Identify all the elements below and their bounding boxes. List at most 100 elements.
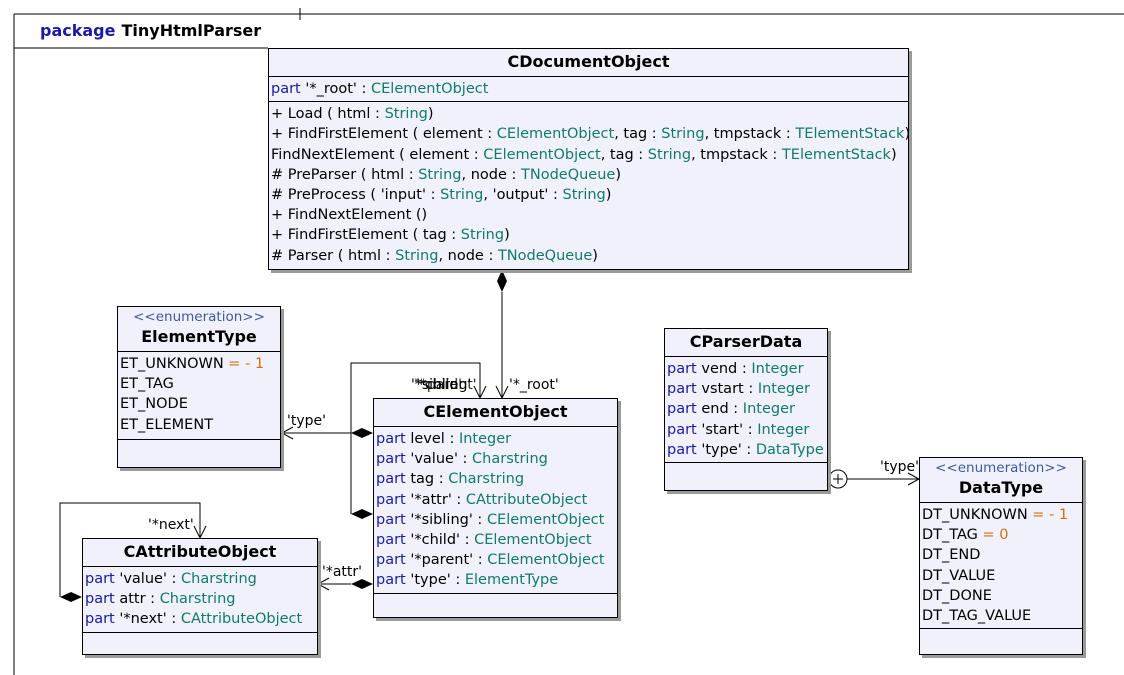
attribute-name: 'value' bbox=[410, 451, 458, 468]
attribute-type: CElementObject bbox=[371, 81, 489, 97]
class-name: DataType bbox=[958, 478, 1044, 497]
literals-compartment: ET_UNKNOWN = - 1 ET_TAG ET_NODE ET_ELEMENT bbox=[118, 352, 280, 440]
part-keyword: part bbox=[667, 381, 697, 398]
attribute-row[interactable]: part vstart : Integer bbox=[667, 381, 810, 398]
attribute-row[interactable]: part level : Integer bbox=[376, 431, 512, 447]
attribute-name: '*next' bbox=[119, 611, 167, 628]
association-attr-edge[interactable] bbox=[316, 577, 351, 591]
attribute-name: '*parent' bbox=[410, 552, 474, 569]
class-elementtype[interactable]: <<enumeration>> ElementType ET_UNKNOWN =… bbox=[117, 306, 281, 468]
self-association-diamond bbox=[351, 509, 373, 519]
next-label: '*next' bbox=[148, 517, 194, 533]
operation-row[interactable]: FindNextElement ( element : CElementObje… bbox=[271, 146, 897, 163]
class-header: CDocumentObject bbox=[269, 49, 908, 77]
operations-compartment: + Load ( html : String) + FindFirstElemen… bbox=[269, 102, 911, 268]
class-header: CParserData bbox=[665, 329, 827, 357]
enum-literal[interactable]: ET_TAG bbox=[120, 376, 174, 393]
attribute-type: CElementObject bbox=[474, 532, 592, 549]
operation-row[interactable]: + FindFirstElement ( element : CElementO… bbox=[271, 126, 911, 143]
package-keyword: package bbox=[40, 21, 116, 40]
composition-root-diamond bbox=[497, 270, 507, 292]
enum-literal[interactable]: ET_NODE bbox=[120, 396, 188, 413]
class-header: CAttributeObject bbox=[83, 539, 317, 567]
attribute-name: vend bbox=[701, 361, 738, 377]
attribute-name: vstart bbox=[701, 381, 744, 398]
type-label: 'type' bbox=[287, 413, 326, 429]
attribute-row[interactable]: part vend : Integer bbox=[667, 361, 804, 377]
attribute-row[interactable]: part '*parent' : CElementObject bbox=[376, 552, 605, 569]
part-keyword: part bbox=[667, 421, 697, 438]
attribute-row[interactable]: part attr : Charstring bbox=[85, 591, 236, 608]
attribute-name: tag bbox=[410, 471, 435, 488]
attribute-type: CAttributeObject bbox=[465, 491, 588, 508]
attribute-row[interactable]: part '*_root' : CElementObject bbox=[271, 81, 489, 97]
enum-literal[interactable]: ET_ELEMENT bbox=[120, 416, 214, 433]
attribute-type: CElementObject bbox=[486, 511, 605, 528]
part-keyword: part bbox=[85, 611, 115, 628]
association-type-edge[interactable] bbox=[280, 426, 351, 440]
attribute-type: CElementObject bbox=[487, 552, 605, 569]
part-keyword: part bbox=[376, 572, 406, 589]
attributes-compartment: part vend : Integer part vstart : Integer… bbox=[665, 357, 827, 464]
attribute-row[interactable]: part 'value' : Charstring bbox=[85, 571, 257, 587]
class-cparserdata[interactable]: CParserData part vend : Integer part vsta… bbox=[664, 328, 828, 491]
class-name: CDocumentObject bbox=[507, 52, 670, 71]
attributes-compartment: part '*_root' : CElementObject bbox=[269, 77, 908, 103]
operation-row[interactable]: # Parser ( html : String, node : TNodeQu… bbox=[271, 247, 598, 264]
operations-compartment bbox=[665, 463, 827, 467]
enum-literal[interactable]: DT_UNKNOWN = - 1 bbox=[922, 507, 1069, 523]
part-keyword: part bbox=[376, 532, 406, 549]
attribute-name: 'type' bbox=[701, 441, 742, 458]
attribute-row[interactable]: part '*attr' : CAttributeObject bbox=[376, 491, 588, 508]
attribute-row[interactable]: part '*sibling' : CElementObject bbox=[376, 511, 605, 528]
attribute-row[interactable]: part '*child' : CElementObject bbox=[376, 532, 592, 549]
attribute-type: Charstring bbox=[181, 571, 257, 587]
part-keyword: part bbox=[667, 401, 697, 418]
enum-literal[interactable]: DT_TAG_VALUE bbox=[922, 608, 1032, 625]
attribute-row[interactable]: part end : Integer bbox=[667, 401, 795, 418]
attribute-name: '*_root' bbox=[305, 81, 357, 97]
attributes-compartment: part level : Integer part 'value' : Chars… bbox=[374, 427, 617, 594]
enum-literal[interactable]: DT_DONE bbox=[922, 587, 992, 604]
part-keyword: part bbox=[376, 451, 406, 468]
composition-root-edge[interactable] bbox=[495, 292, 509, 400]
attribute-type: Integer bbox=[757, 421, 810, 438]
literals-compartment: DT_UNKNOWN = - 1 DT_TAG = 0 DT_END DT_VALUE… bbox=[920, 503, 1082, 630]
attribute-row[interactable]: part '*next' : CAttributeObject bbox=[85, 611, 303, 628]
operation-row[interactable]: + FindFirstElement ( tag : String) bbox=[271, 227, 510, 244]
part-keyword: part bbox=[376, 491, 406, 508]
attribute-name: '*child' bbox=[410, 532, 461, 549]
part-keyword: part bbox=[376, 431, 406, 447]
class-header: <<enumeration>> DataType bbox=[920, 458, 1082, 503]
attribute-name: attr bbox=[119, 591, 146, 608]
enum-literal[interactable]: ET_UNKNOWN = - 1 bbox=[120, 356, 265, 372]
operation-row[interactable]: # PreProcess ( 'input' : String, 'output… bbox=[271, 187, 612, 204]
parent-label: '*parent' bbox=[416, 377, 477, 393]
attribute-row[interactable]: part tag : Charstring bbox=[376, 471, 525, 488]
operation-row[interactable]: # PreParser ( html : String, node : TNod… bbox=[271, 166, 622, 183]
composition-next-diamond bbox=[60, 592, 82, 602]
enum-literal[interactable]: DT_TAG = 0 bbox=[922, 527, 1009, 544]
class-datatype[interactable]: <<enumeration>> DataType DT_UNKNOWN = - … bbox=[919, 457, 1083, 655]
attribute-row[interactable]: part 'value' : Charstring bbox=[376, 451, 548, 468]
attribute-row[interactable]: part 'type' : DataType bbox=[667, 441, 824, 458]
sibling-label: '*sibling' bbox=[411, 377, 472, 393]
enum-literal[interactable]: DT_VALUE bbox=[922, 567, 996, 584]
attribute-type: Integer bbox=[458, 431, 512, 447]
attribute-name: 'start' bbox=[701, 421, 744, 438]
operation-row[interactable]: + FindNextElement () bbox=[271, 207, 428, 224]
attr-label: '*attr' bbox=[322, 564, 363, 580]
class-name: CElementObject bbox=[423, 402, 568, 421]
enum-literal[interactable]: DT_END bbox=[922, 547, 981, 564]
class-name: ElementType bbox=[141, 327, 257, 346]
class-cattributeobject[interactable]: CAttributeObject part 'value' : Charstri… bbox=[82, 538, 318, 655]
composition-type-diamond bbox=[351, 428, 373, 438]
operations-compartment bbox=[920, 629, 1082, 633]
attribute-row[interactable]: part 'start' : Integer bbox=[667, 421, 810, 438]
composition-attr-diamond bbox=[351, 579, 373, 589]
operation-row[interactable]: + Load ( html : String) bbox=[271, 106, 434, 123]
class-cdocumentobject[interactable]: CDocumentObject part '*_root' : CElement… bbox=[268, 48, 911, 270]
attribute-row[interactable]: part 'type' : ElementType bbox=[376, 572, 559, 589]
